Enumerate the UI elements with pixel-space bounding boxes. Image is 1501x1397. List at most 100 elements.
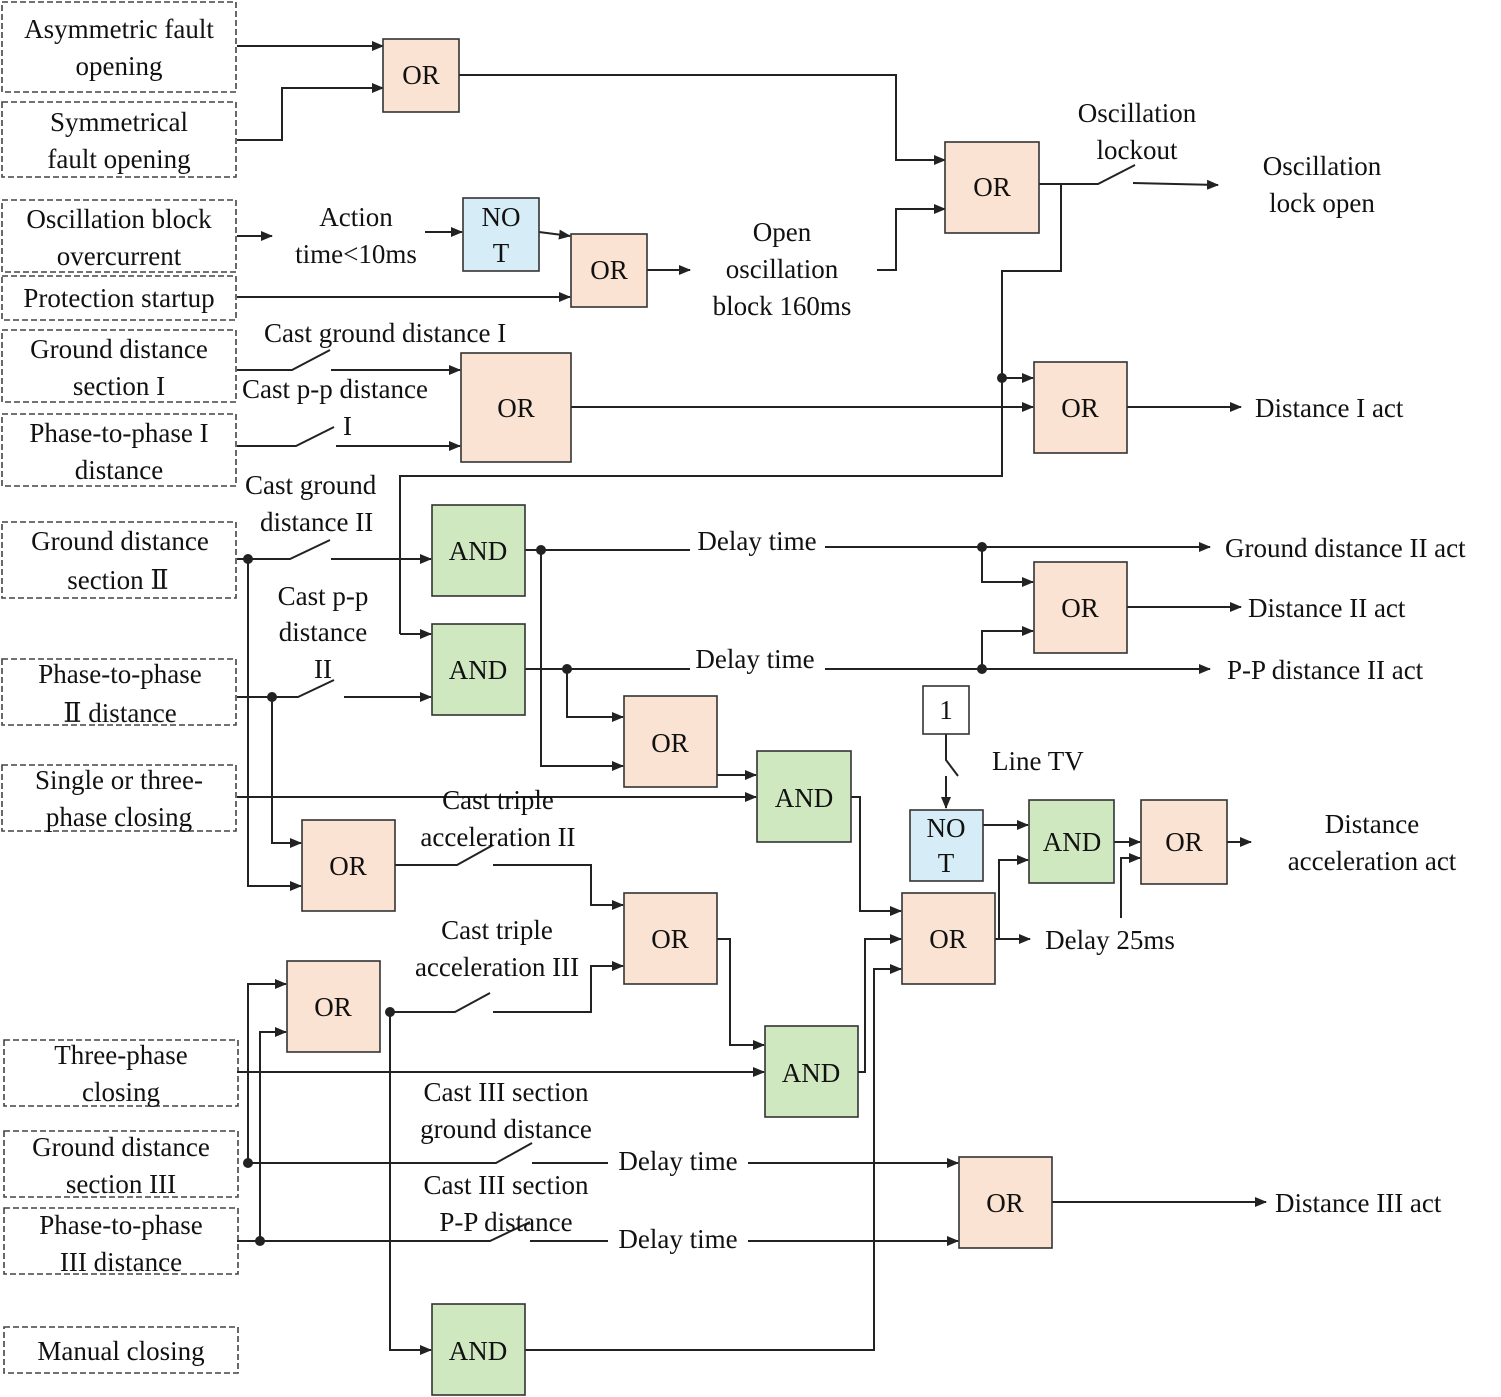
input-label-line: Symmetrical	[50, 107, 188, 137]
input-label-line: distance	[75, 455, 163, 485]
input-label-line: section Ⅱ	[67, 565, 169, 595]
line-tv-label: Line TV	[992, 746, 1084, 776]
gate-label: OR	[986, 1188, 1024, 1218]
osc-lock-open-label: lock open	[1269, 188, 1375, 218]
output-distance-3-act: Distance III act	[1275, 1188, 1442, 1218]
input-asymmetric-fault-opening: Asymmetric fault opening	[1, 1, 237, 93]
or-gate-fault-opening: OR	[382, 38, 460, 113]
cast-ground-2-label: distance II	[260, 507, 373, 537]
input-label-line: overcurrent	[57, 241, 182, 271]
cast-pp-2-label: Cast p-p	[278, 581, 369, 611]
gate-label: OR	[929, 924, 967, 954]
osc-lockout-label: lockout	[1097, 135, 1178, 165]
open-osc-block-label: oscillation	[726, 254, 839, 284]
not-gate-oscillation-block: NO T	[462, 197, 540, 272]
input-ground-distance-section-1: Ground distance section I	[1, 329, 237, 403]
cast-triple-acc-2-label: acceleration II	[420, 822, 575, 852]
delay-25ms-label: Delay 25ms	[1045, 925, 1175, 955]
input-ground-distance-section-3: Ground distance section III	[3, 1130, 239, 1199]
or-gate-section-1: OR	[460, 352, 572, 463]
gate-label: AND	[449, 1336, 508, 1366]
wires	[237, 41, 1267, 1355]
gate-label: OR	[973, 172, 1011, 202]
osc-lockout-label: Oscillation	[1078, 98, 1197, 128]
not-gate-line-tv: NO T	[909, 809, 984, 882]
output-distance-2-act: Distance II act	[1248, 593, 1406, 623]
input-phase-to-phase-3-distance: Phase-to-phase III distance	[3, 1207, 239, 1277]
cast-triple-acc-3-label: Cast triple	[441, 915, 553, 945]
input-oscillation-block-overcurrent: Oscillation block overcurrent	[1, 199, 237, 273]
input-label-line: fault opening	[47, 144, 190, 174]
input-label-line: Three-phase	[54, 1040, 187, 1070]
input-phase-to-phase-2-distance: Phase-to-phase Ⅱ distance	[1, 658, 237, 728]
gate-label: OR	[590, 255, 628, 285]
delay-time-label: Delay time	[618, 1146, 737, 1176]
input-label-line: opening	[76, 51, 163, 81]
cast-ground-1-label: Cast ground distance I	[264, 318, 506, 348]
gate-label: OR	[1061, 593, 1099, 623]
input-label-line: Manual closing	[37, 1336, 204, 1366]
and-gate-manual-closing: AND	[431, 1303, 526, 1396]
input-manual-closing: Manual closing	[3, 1326, 239, 1374]
gate-label: OR	[314, 992, 352, 1022]
input-label-line: Oscillation block	[26, 204, 212, 234]
or-gate-phase-3-inputs: OR	[286, 960, 381, 1053]
gate-label: NO	[927, 813, 966, 843]
delay-time-label: Delay time	[618, 1224, 737, 1254]
input-label-line: Phase-to-phase I	[29, 418, 208, 448]
output-distance-acceleration-act: Distance	[1325, 809, 1419, 839]
input-label-line: Ground distance	[31, 526, 209, 556]
or-gate-open-block: OR	[570, 233, 648, 308]
gate-label: OR	[402, 60, 440, 90]
gate-label: T	[938, 848, 955, 878]
or-gate-acceleration-sum: OR	[901, 892, 996, 985]
or-gate-distance-1-act: OR	[1033, 361, 1128, 454]
gate-label: OR	[651, 924, 689, 954]
or-gate-distance-2-act: OR	[1033, 561, 1128, 654]
cast-triple-acc-3-label: acceleration III	[415, 952, 579, 982]
input-label-line: Ground distance	[30, 334, 208, 364]
input-label-line: Ⅱ distance	[63, 698, 177, 728]
input-label-line: section III	[66, 1169, 176, 1199]
input-phase-to-phase-1-distance: Phase-to-phase I distance	[1, 413, 237, 487]
input-ground-distance-section-2: Ground distance section Ⅱ	[1, 521, 237, 599]
gate-label: OR	[329, 851, 367, 881]
input-protection-startup: Protection startup	[1, 275, 237, 321]
input-label-line: Protection startup	[23, 283, 214, 313]
delay-time-label: Delay time	[697, 526, 816, 556]
input-label-line: section I	[73, 371, 165, 401]
cast-pp-2-label: distance	[279, 617, 367, 647]
or-gate-oscillation: OR	[944, 141, 1040, 234]
or-gate-section-2-combined: OR	[623, 695, 718, 788]
action-time-label: time<10ms	[295, 239, 417, 269]
input-symmetrical-fault-opening: Symmetrical fault opening	[1, 101, 237, 178]
and-gate-acceleration: AND	[1028, 799, 1115, 884]
and-gate-pp-2: AND	[431, 623, 526, 716]
cast-triple-acc-2-label: Cast triple	[442, 785, 554, 815]
gate-label: OR	[1061, 393, 1099, 423]
cast-3-ground-label: Cast III section	[424, 1077, 589, 1107]
junction-dots	[243, 373, 1007, 1246]
gate-label: OR	[497, 393, 535, 423]
cast-pp-1-label: Cast p-p distance	[242, 374, 428, 404]
open-osc-block-label: Open	[753, 217, 812, 247]
cast-pp-1-label: I	[343, 411, 352, 441]
input-label-line: Asymmetric fault	[24, 14, 214, 44]
or-gate-phase-2-inputs: OR	[301, 819, 396, 912]
gate-label: OR	[651, 728, 689, 758]
annotations: Action time<10ms Open oscillation block …	[242, 98, 1382, 1254]
cast-3-pp-label: P-P distance	[439, 1207, 572, 1237]
input-single-or-three-phase-closing: Single or three- phase closing	[1, 764, 237, 832]
gate-label: AND	[782, 1058, 841, 1088]
cast-3-ground-label: ground distance	[420, 1114, 592, 1144]
gate-label: AND	[775, 783, 834, 813]
or-gate-distance-3-act: OR	[958, 1156, 1053, 1249]
gate-label: AND	[449, 655, 508, 685]
input-label-line: closing	[82, 1077, 160, 1107]
gate-label: AND	[1043, 827, 1102, 857]
and-gate-three-phase-acc: AND	[764, 1025, 859, 1118]
and-gate-closing-acc: AND	[756, 750, 852, 843]
output-ground-distance-2-act: Ground distance II act	[1225, 533, 1466, 563]
action-time-label: Action	[319, 202, 393, 232]
